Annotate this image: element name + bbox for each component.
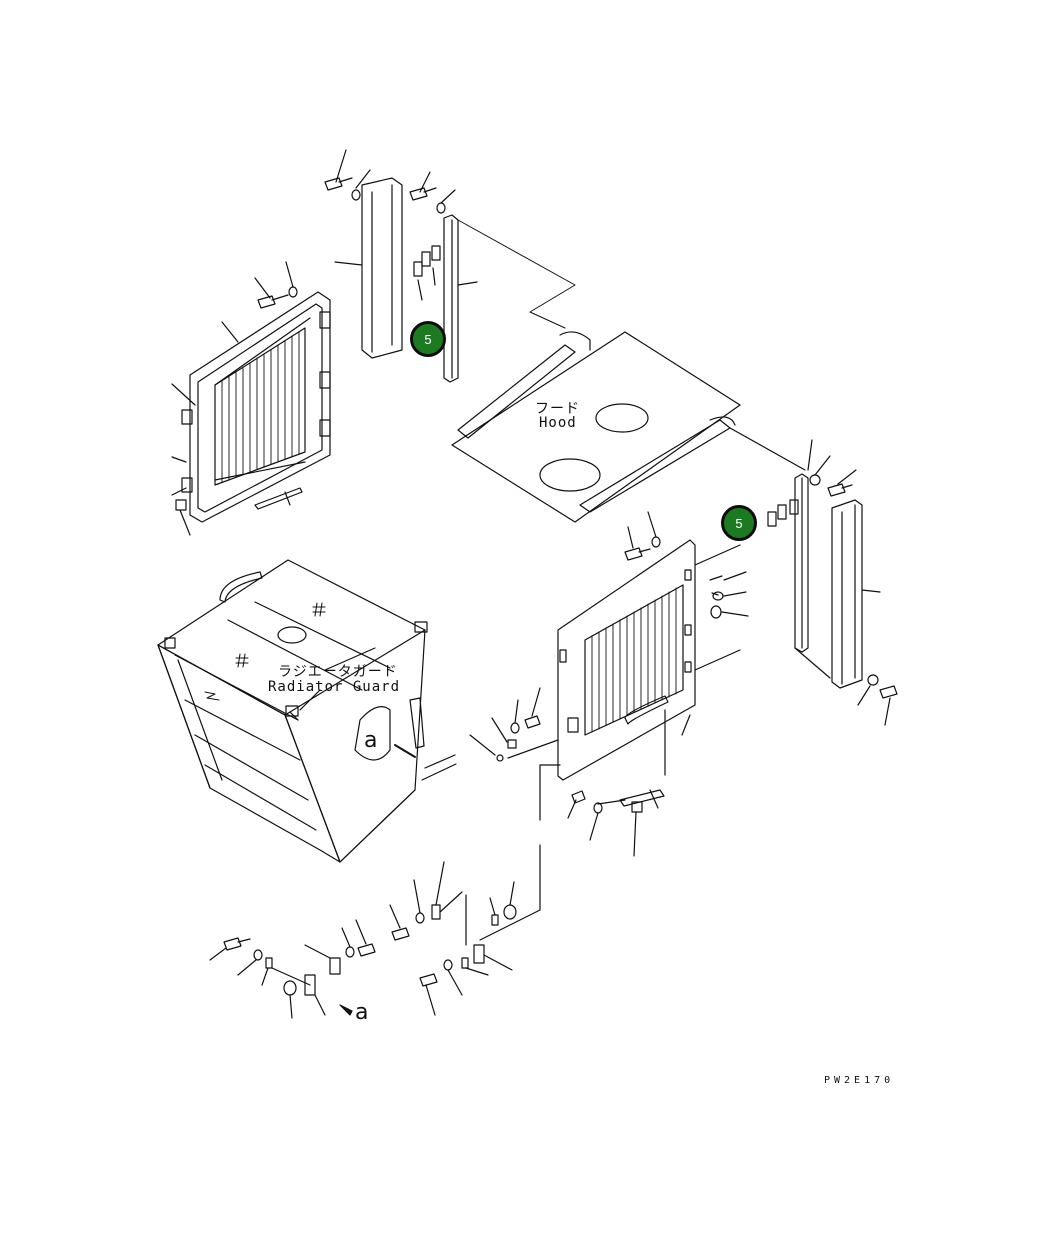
reference-a-top: a	[364, 728, 378, 753]
right-side-door	[557, 511, 749, 857]
upper-channel	[324, 149, 478, 383]
bottom-hardware	[209, 861, 517, 1019]
radiator-guard	[157, 559, 457, 863]
drawing-code: PW2E170	[824, 1075, 895, 1086]
reference-a-bottom: a	[355, 1000, 369, 1025]
hood-label-en: Hood	[539, 415, 577, 431]
radiator-guard-label-jp: ラジエータガード	[278, 664, 398, 680]
radiator-guard-label-en: Radiator Guard	[268, 679, 401, 695]
callout-5-right[interactable]: 5	[721, 505, 757, 541]
hood	[451, 331, 806, 523]
right-channel	[767, 439, 898, 726]
hood-label-jp: フード	[535, 401, 580, 417]
left-side-door	[171, 261, 331, 536]
bolt-leaders	[469, 687, 561, 941]
callout-5-upper[interactable]: 5	[410, 321, 446, 357]
